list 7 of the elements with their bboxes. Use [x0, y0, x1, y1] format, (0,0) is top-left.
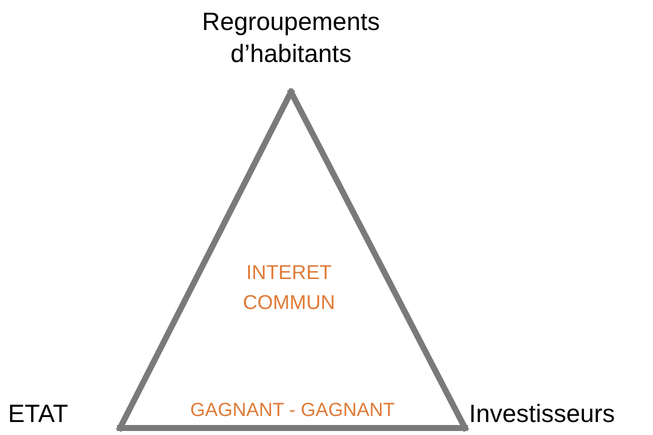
- vertex-label: Regroupements d’habitants: [201, 7, 381, 70]
- triangle-side: [117, 425, 468, 431]
- triangle-side: [117, 89, 294, 431]
- vertex-label: Investisseurs: [469, 399, 615, 430]
- triangle-side: [288, 89, 468, 431]
- center-text: INTERET COMMUN: [242, 261, 336, 316]
- vertex-label: ETAT: [8, 399, 68, 430]
